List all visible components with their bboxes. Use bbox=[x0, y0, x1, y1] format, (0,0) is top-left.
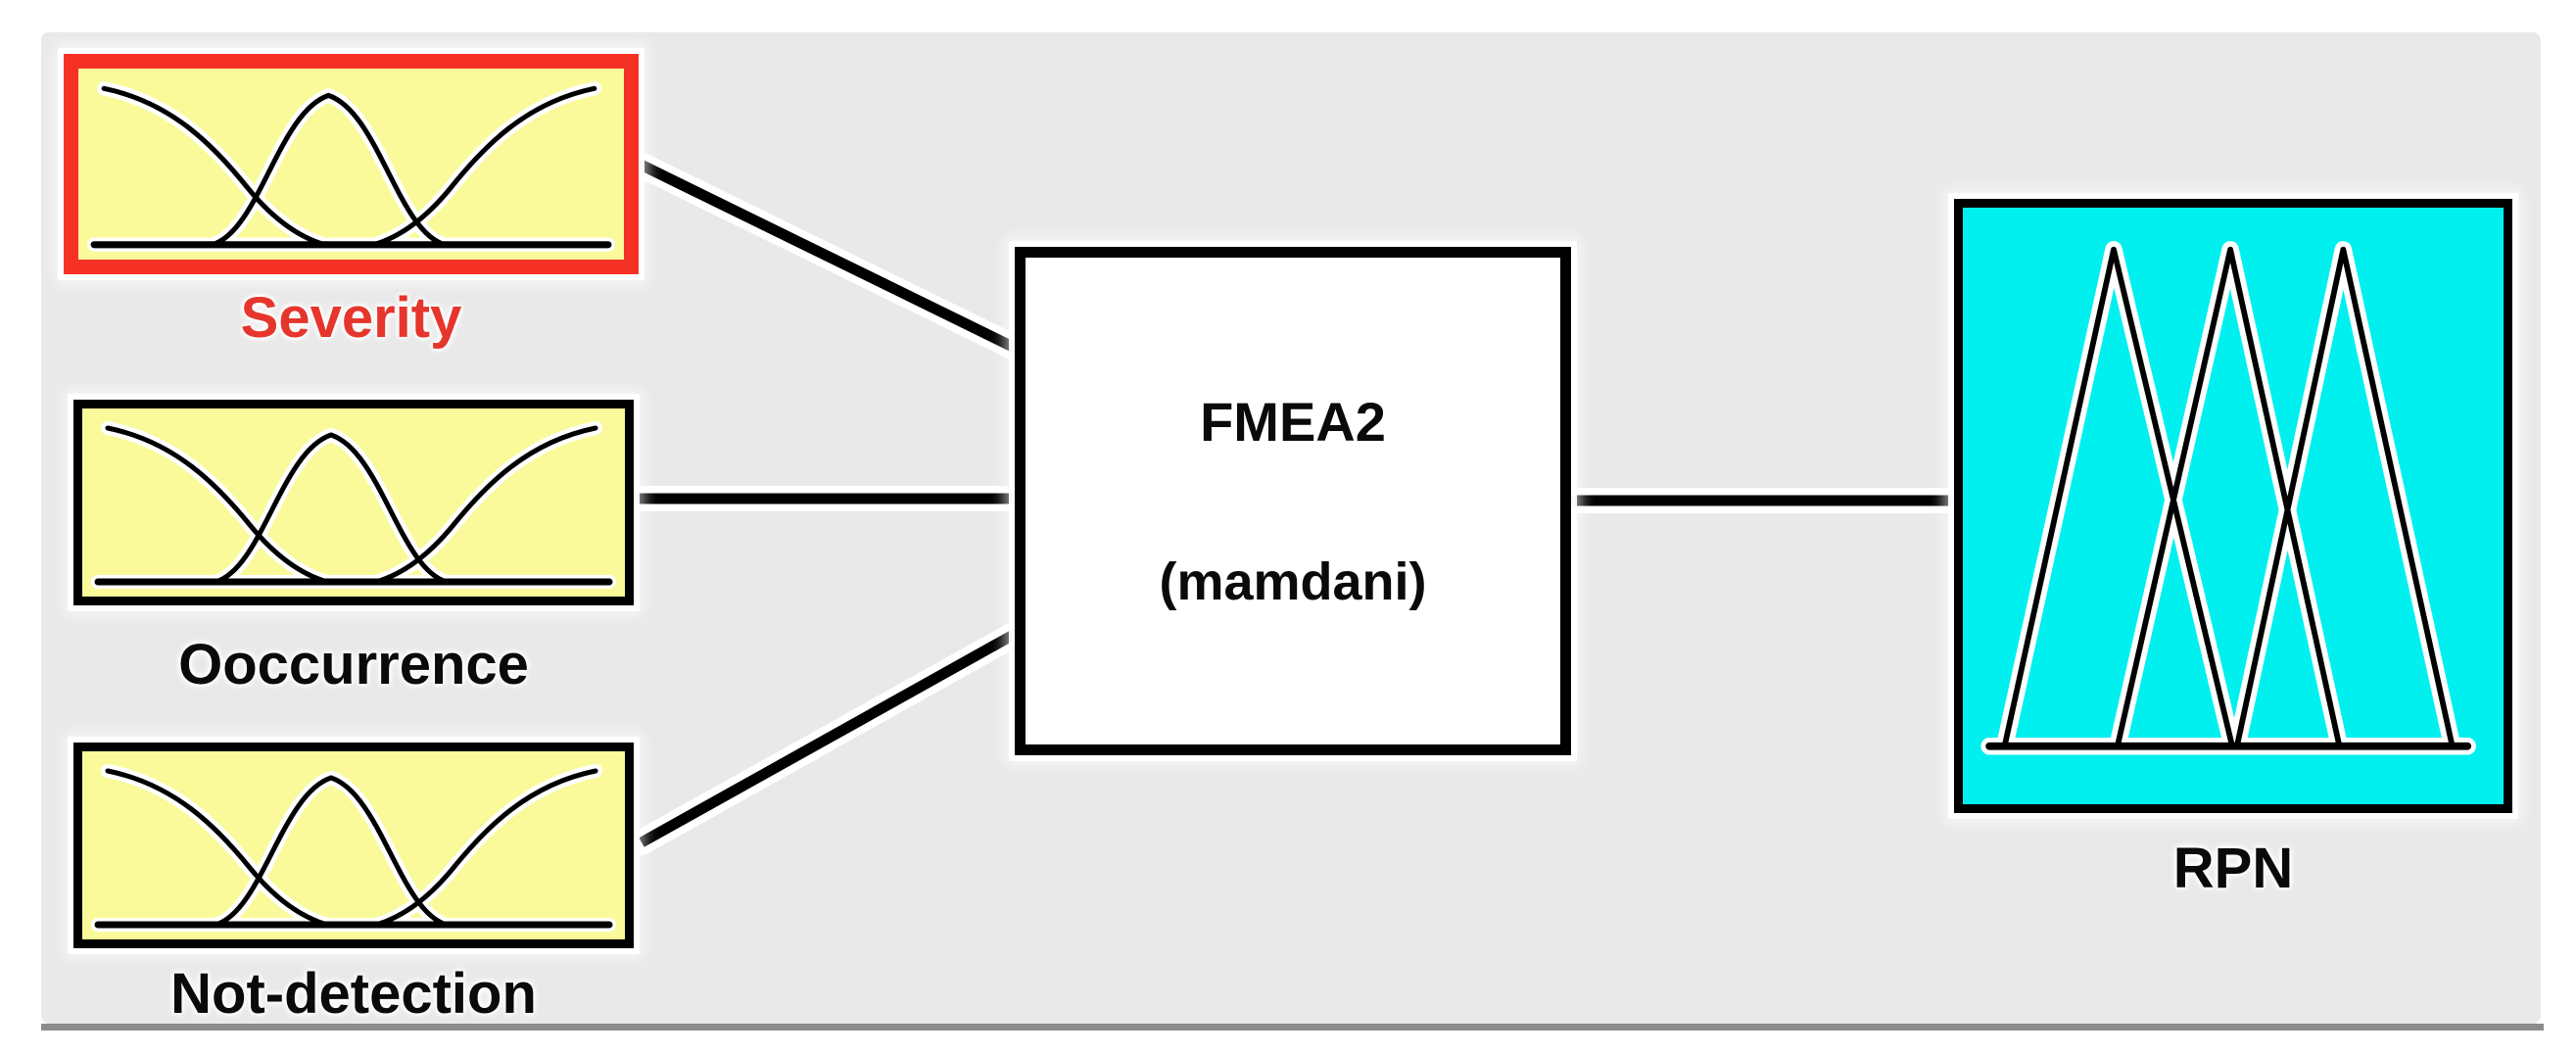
output-label-rpn: RPN bbox=[2172, 837, 2294, 900]
input-variable-not-detection[interactable] bbox=[73, 743, 634, 948]
fis-inference-type: (mamdani) bbox=[1159, 552, 1427, 611]
input-label-severity: Severity bbox=[240, 286, 462, 350]
fis-name: FMEA2 bbox=[1200, 391, 1386, 453]
output-variable-rpn[interactable] bbox=[1954, 199, 2512, 813]
gaussian-mf-icon bbox=[87, 81, 615, 252]
fis-system-node[interactable]: FMEA2 (mamdani) bbox=[1015, 247, 1571, 755]
wire-severity-to-fis bbox=[636, 159, 1022, 355]
gaussian-mf-icon bbox=[91, 421, 616, 589]
input-label-not-detection: Not-detection bbox=[170, 962, 537, 1026]
input-variable-severity[interactable] bbox=[64, 54, 639, 274]
input-label-ooccurrence: Ooccurrence bbox=[178, 633, 529, 696]
bottom-separator-line bbox=[41, 1024, 2544, 1031]
input-variable-ooccurrence[interactable] bbox=[73, 400, 634, 605]
wire-notdetection-to-fis bbox=[639, 627, 1022, 847]
triangular-mf-icon bbox=[1980, 240, 2476, 755]
gaussian-mf-icon bbox=[91, 764, 616, 932]
